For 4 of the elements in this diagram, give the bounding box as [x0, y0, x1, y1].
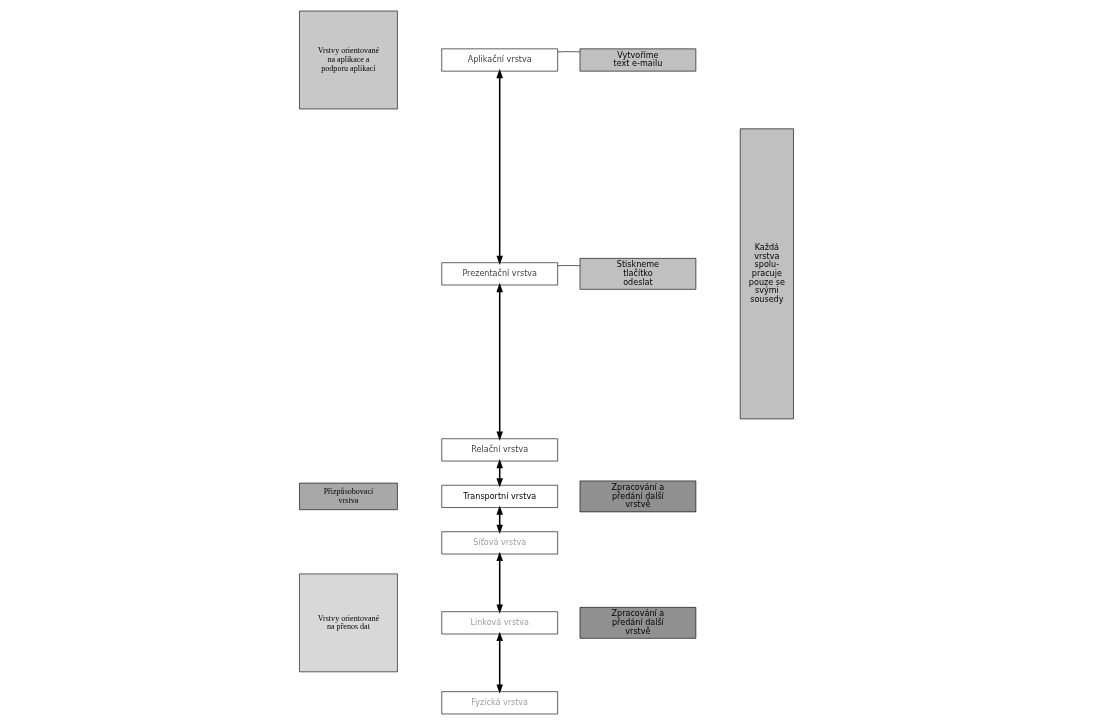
arrow: [496, 282, 503, 441]
arrow: [496, 551, 503, 614]
arrow: [496, 631, 503, 694]
arrow: [496, 68, 503, 265]
